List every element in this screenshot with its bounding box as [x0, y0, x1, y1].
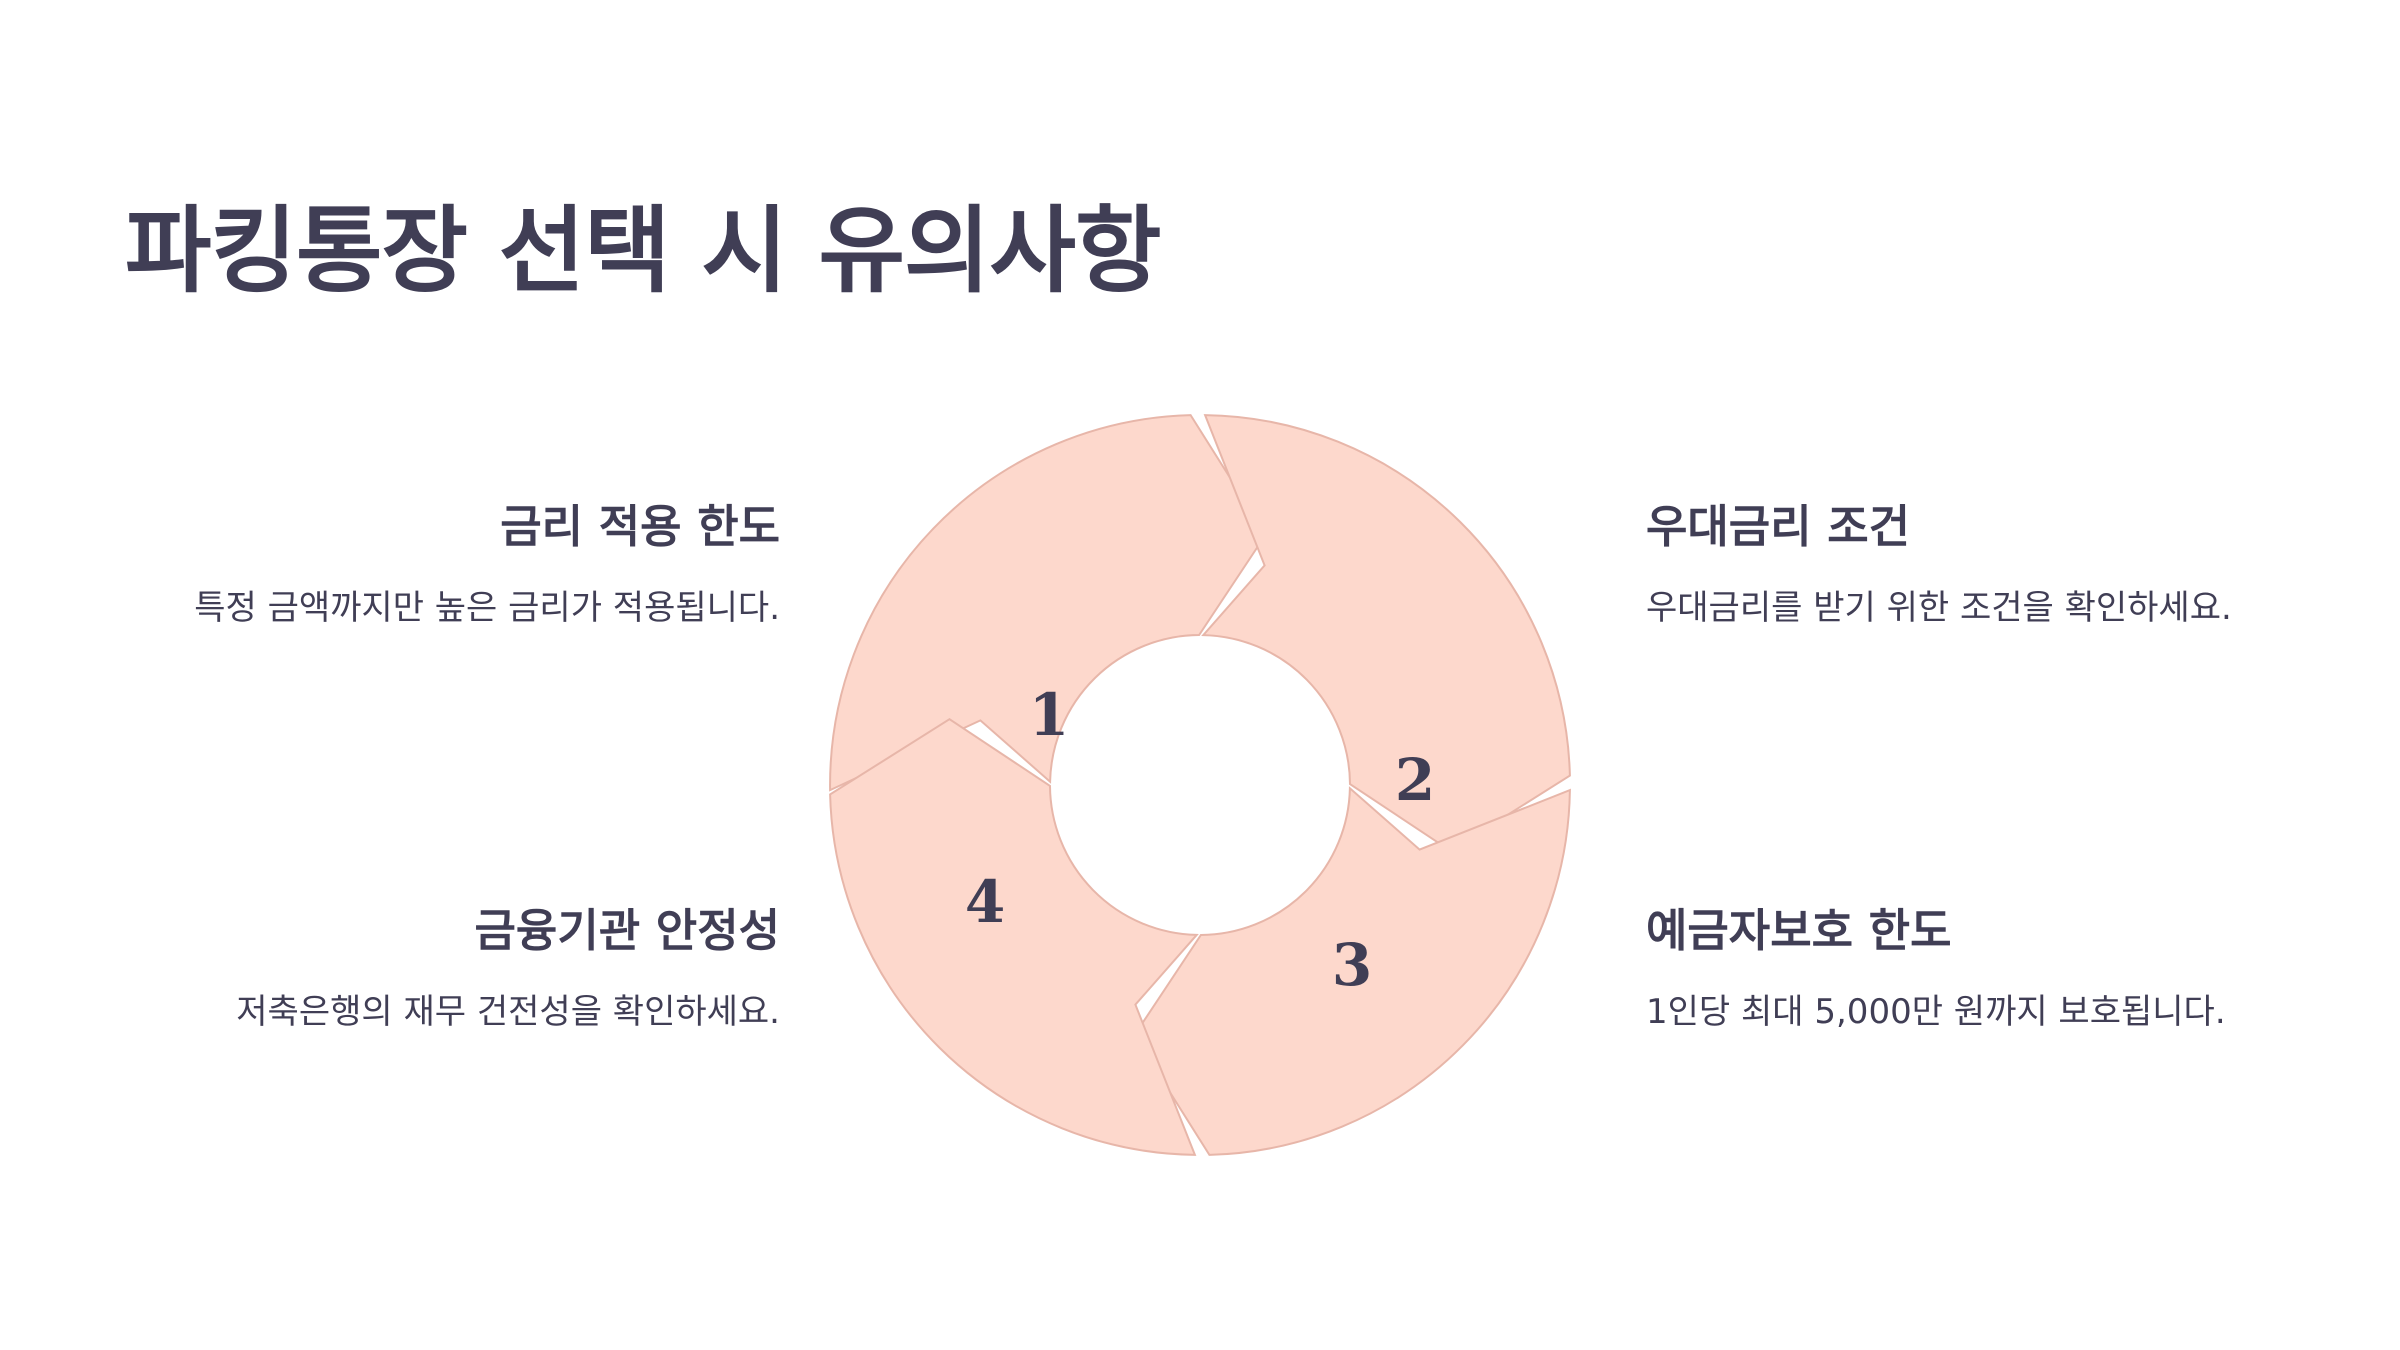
item-institution-stability: 금융기관 안정성 저축은행의 재무 건전성을 확인하세요. — [100, 904, 780, 1034]
item-description: 1인당 최대 5,000만 원까지 보호됩니다. — [1646, 992, 2226, 1032]
item-title: 금리 적용 한도 — [500, 500, 780, 553]
cycle-diagram: 1 2 3 4 — [820, 380, 1580, 1180]
cycle-segment-2 — [1201, 414, 1571, 852]
item-description: 저축은행의 재무 건전성을 확인하세요. — [236, 992, 780, 1032]
item-title: 예금자보호 한도 — [1646, 904, 1952, 957]
item-description: 특정 금액까지만 높은 금리가 적용됩니다. — [194, 588, 780, 628]
cycle-segment-4 — [829, 718, 1199, 1156]
item-title: 우대금리 조건 — [1646, 500, 1911, 553]
item-interest-limit: 금리 적용 한도 특정 금액까지만 높은 금리가 적용됩니다. — [100, 500, 780, 630]
cycle-diagram-svg: 1 2 3 4 — [829, 414, 1571, 1156]
page-title: 파킹통장 선택 시 유의사항 — [125, 197, 1161, 306]
item-preferential-rate: 우대금리 조건 우대금리를 받기 위한 조건을 확인하세요. — [1646, 500, 2326, 630]
cycle-number-4: 4 — [965, 868, 1005, 936]
cycle-number-1: 1 — [1029, 681, 1069, 749]
item-deposit-protection: 예금자보호 한도 1인당 최대 5,000만 원까지 보호됩니다. — [1646, 904, 2326, 1034]
cycle-number-2: 2 — [1395, 746, 1435, 814]
cycle-segment-3 — [1133, 786, 1571, 1156]
cycle-number-3: 3 — [1332, 931, 1372, 999]
cycle-segment-1 — [829, 414, 1267, 792]
item-title: 금융기관 안정성 — [474, 904, 780, 957]
item-description: 우대금리를 받기 위한 조건을 확인하세요. — [1646, 588, 2232, 628]
